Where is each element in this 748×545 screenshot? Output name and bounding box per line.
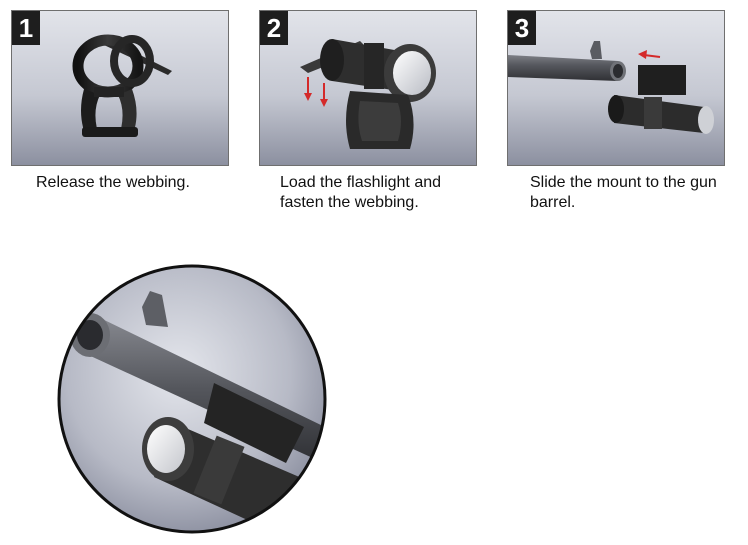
step-1-illustration [12,11,228,165]
downward-arrows [304,77,328,107]
mounted-flashlight [608,65,714,134]
mounted-detail-view [57,264,327,534]
detail-flashlight-mount [142,383,304,532]
step-1-caption: Release the webbing. [36,174,190,191]
step-1-panel: 1 [11,10,229,166]
step-3-caption: Slide the mount to the gun barrel. [530,174,717,211]
loaded-mount [300,39,436,149]
step-3-illustration [508,11,724,165]
step-2-badge: 2 [260,11,288,45]
step-2-panel: 2 [259,10,477,166]
step-2-caption: Load the flashlight and fasten the webbi… [280,174,442,211]
open-mount [72,34,172,137]
left-arrow [638,50,661,59]
step-3-panel: 3 [507,10,725,166]
step-3-badge: 3 [508,11,536,45]
gun-barrel [508,41,626,81]
step-1-badge: 1 [12,11,40,45]
step-2-illustration [260,11,476,165]
